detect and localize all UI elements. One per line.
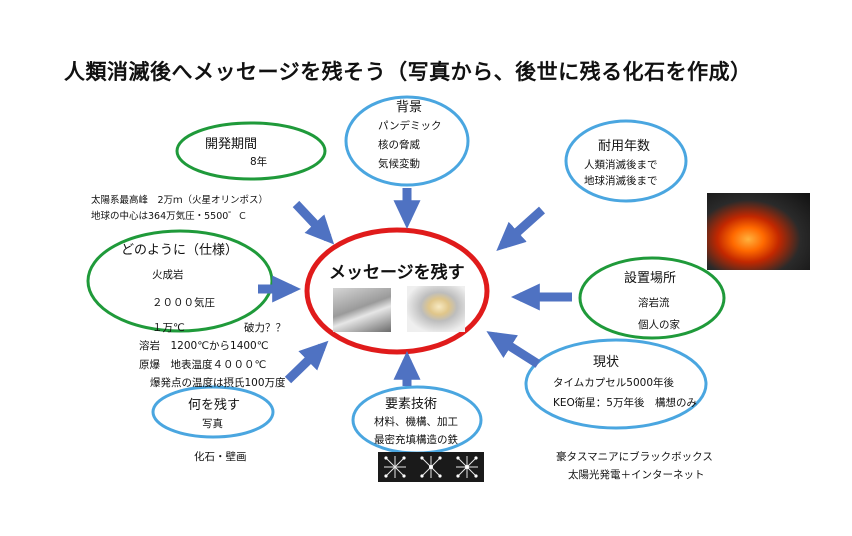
node-how-ellipse [86,229,274,333]
crystal-lattice-image [378,452,484,482]
node-tech-item-1: 材料、機構、加工 [374,416,458,428]
arrow-from-what [284,340,329,384]
node-how-item-2: ２０００気圧 [152,297,215,309]
node-dev-period-item-1: 8年 [250,156,268,168]
node-durability-title: 耐用年数 [598,139,651,154]
lattice-icon [384,456,478,478]
node-status-item-2: KEO衛星：5万年後 構想のみ [553,397,697,409]
note-earth-center: 地球の中心は364万気圧・5500゜Ｃ [91,211,248,222]
node-location-title: 設置場所 [624,271,677,286]
fossil-photo [407,286,465,332]
node-status-item-1: タイムカプセル5000年後 [553,377,675,389]
node-tech-title: 要素技術 [385,397,438,412]
node-background-ellipse [344,95,470,187]
page-title: 人類消滅後へメッセージを残そう（写真から、後世に残る化石を作成） [64,60,752,84]
node-background-item-3: 気候変動 [378,158,420,170]
note-lava-temp: 溶岩 1200℃から1400℃ [139,340,269,352]
note-explosion: 爆発点の温度は摂氏100万度 [150,377,286,389]
node-dev-period-ellipse [175,121,327,181]
node-durability-ellipse [564,119,688,203]
node-how-item-3: １万℃ [152,322,185,334]
node-status-title: 現状 [593,355,620,370]
node-what-item-1: 写真 [202,418,223,430]
glass-plate-photo [333,288,391,332]
node-tech-item-2: 最密充填構造の鉄 [374,434,458,446]
node-location-item-2: 個人の家 [638,319,680,331]
node-what-ellipse [151,385,275,439]
arrow-from-dev-period [292,200,335,245]
center-label: メッセージを残す [329,263,465,283]
note-tasmania: 豪タスマニアにブラックボックス [556,451,713,463]
node-background-title: 背景 [396,100,423,115]
note-pressure: 破力？？ [244,322,286,334]
node-status-ellipse [524,338,708,430]
node-how-item-1: 火成岩 [152,269,184,281]
lava-flow-photo [707,193,810,270]
node-durability-item-1: 人類消滅後まで [584,159,658,171]
arrow-from-status [486,331,541,368]
note-bomb: 原爆 地表温度４０００℃ [139,359,267,371]
node-dev-period-title: 開発期間 [205,137,258,152]
note-olympus: 太陽系最高峰 2万ｍ（火星オリンポス） [91,195,269,206]
node-location-ellipse [578,256,726,340]
node-durability-item-2: 地球消滅後まで [584,175,658,187]
arrow-from-durability [496,206,546,252]
note-solar: 太陽光発電＋インターネット [568,469,705,481]
node-background-item-1: パンデミック [378,120,442,132]
node-location-item-1: 溶岩流 [638,297,670,309]
node-how-title: どのように（仕様） [121,243,239,258]
note-fossil-mural: 化石・壁画 [194,451,247,463]
node-background-item-2: 核の脅威 [378,139,420,151]
node-what-title: 何を残す [188,398,241,413]
